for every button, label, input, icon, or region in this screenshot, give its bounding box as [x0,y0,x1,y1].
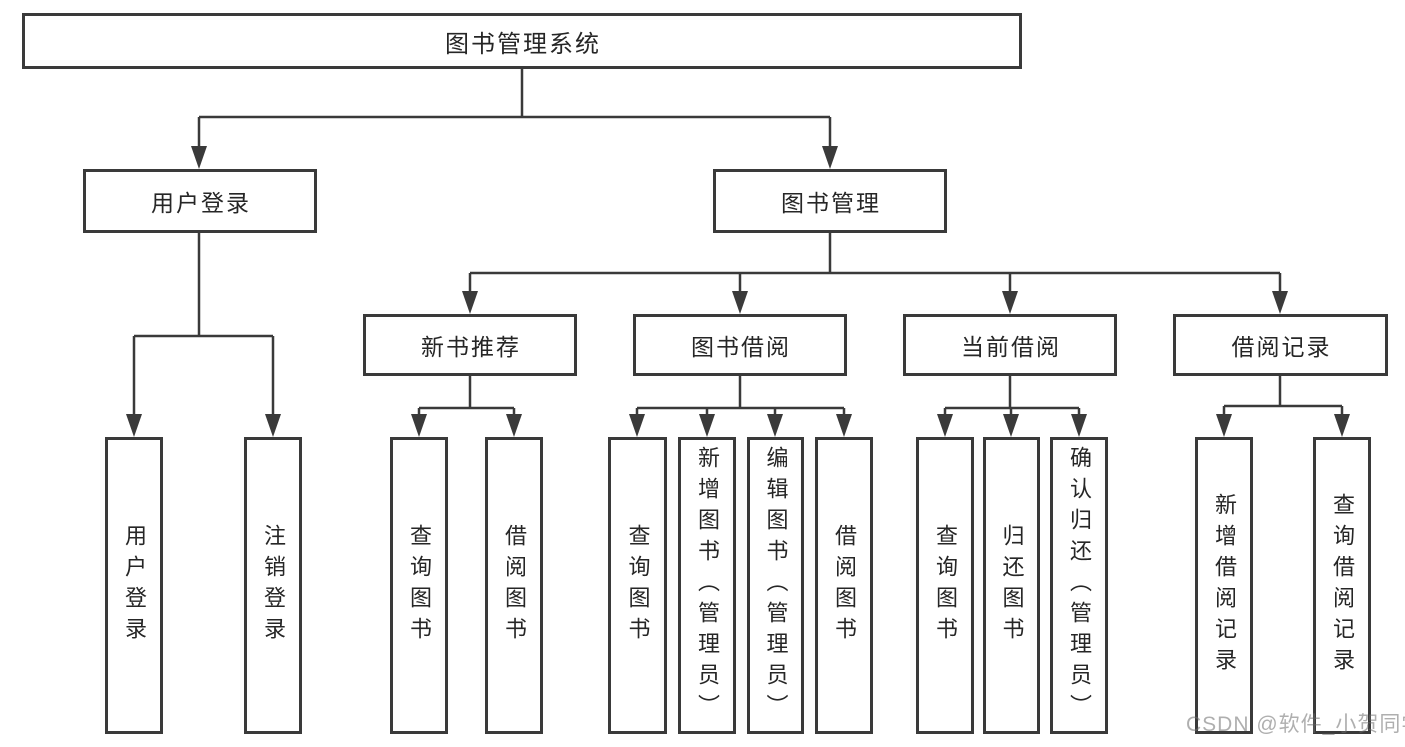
node-label: 查询图书 [625,523,651,648]
leaf-borrow-books: 借阅图书 [815,437,873,734]
node-current-borrowing: 当前借阅 [903,314,1117,376]
node-label: 查询图书 [933,523,958,648]
node-label: 新增图书（管理员） [695,446,720,725]
node-label: 新增借阅记录 [1212,492,1237,679]
node-label: 新书推荐 [421,334,521,360]
leaf-query-borrow-record: 查询借阅记录 [1313,437,1371,734]
leaf-borrow-books-recommend: 借阅图书 [485,437,543,734]
node-root-library-system: 图书管理系统 [22,13,1022,69]
node-label: 归还图书 [999,523,1025,648]
arrowheads [126,146,1350,437]
node-label: 注销登录 [261,523,286,648]
node-label: 编辑图书（管理员） [763,446,789,725]
leaf-add-books-admin: 新增图书（管理员） [678,437,736,734]
leaf-user-login: 用户登录 [105,437,163,734]
node-book-management: 图书管理 [713,169,947,233]
node-label: 用户登录 [122,523,147,648]
node-new-book-recommendation: 新书推荐 [363,314,577,376]
node-user-login: 用户登录 [83,169,317,233]
node-label: 图书管理 [781,190,881,216]
node-label: 图书借阅 [691,334,791,360]
leaf-logout: 注销登录 [244,437,302,734]
node-label: 查询图书 [407,523,432,648]
node-label: 借阅图书 [502,523,527,648]
node-label: 借阅图书 [832,523,857,648]
node-label: 查询借阅记录 [1330,492,1355,679]
csdn-watermark: CSDN @软件_小贺同学 [1186,713,1405,736]
leaf-add-borrow-record: 新增借阅记录 [1195,437,1253,734]
node-label: 用户登录 [151,190,251,216]
leaf-query-books-borrowing: 查询图书 [608,437,667,734]
leaf-confirm-return-admin: 确认归还（管理员） [1050,437,1108,734]
leaf-query-books-current: 查询图书 [916,437,974,734]
leaf-return-books: 归还图书 [983,437,1040,734]
node-label: 借阅记录 [1231,334,1332,360]
node-borrowing-records: 借阅记录 [1173,314,1388,376]
leaf-edit-books-admin: 编辑图书（管理员） [747,437,804,734]
node-label: 图书管理系统 [445,30,601,58]
node-book-borrowing: 图书借阅 [633,314,847,376]
node-label: 当前借阅 [961,334,1061,360]
node-label: 确认归还（管理员） [1067,446,1092,725]
leaf-query-books-recommend: 查询图书 [390,437,448,734]
